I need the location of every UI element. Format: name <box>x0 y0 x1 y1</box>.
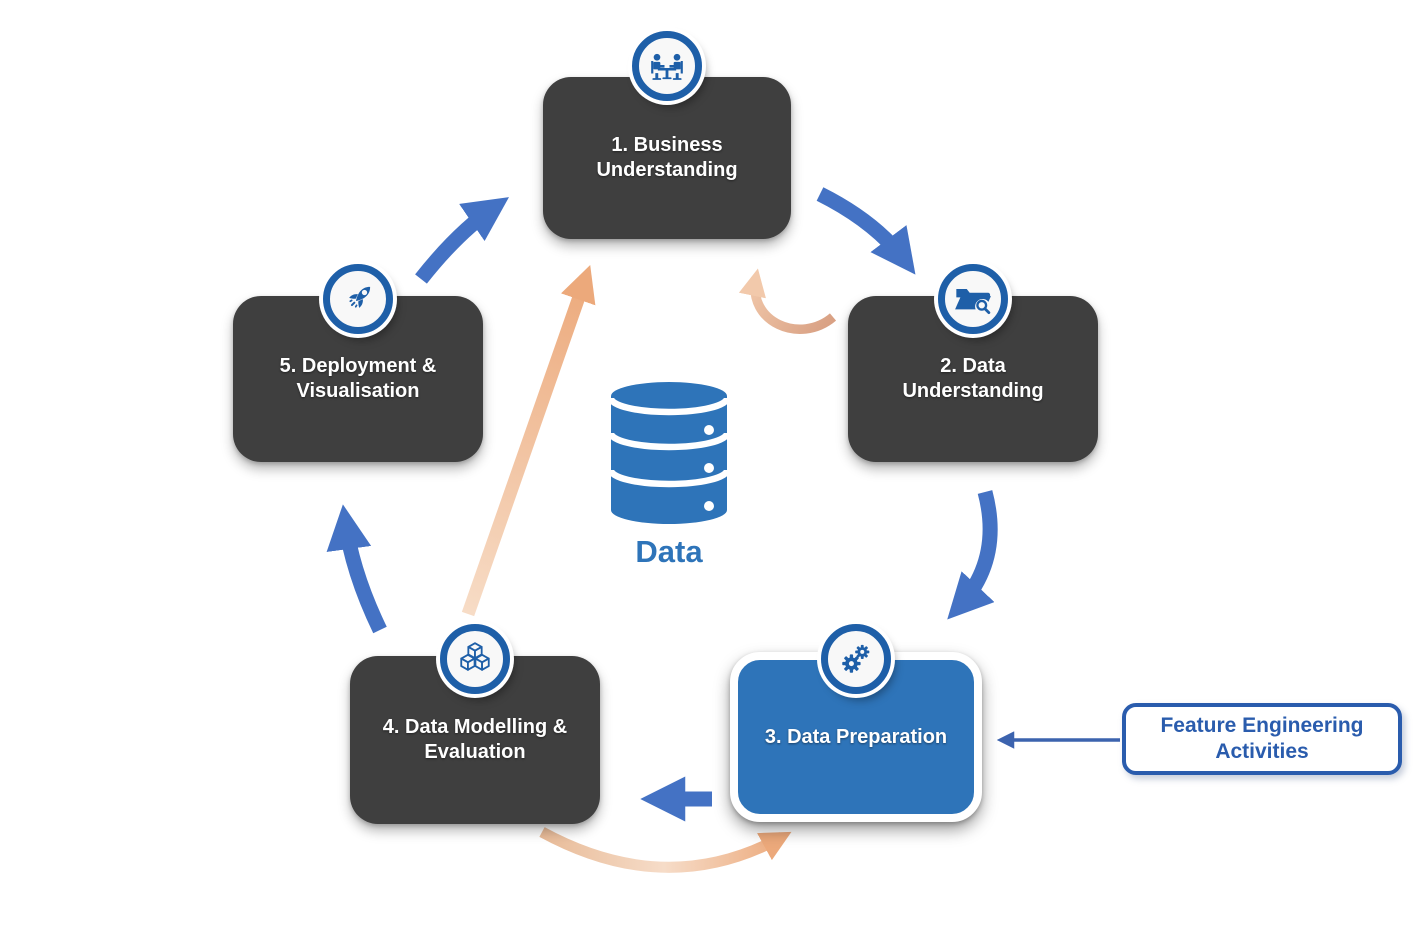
folder-search-icon <box>955 289 991 314</box>
arrow-feedback-modelling-to-business <box>461 264 596 617</box>
stage-deployment-visualisation-label: 5. Deployment & Visualisation <box>279 355 437 402</box>
stage-badge-data-understanding <box>938 264 1008 334</box>
arrow-deployment-to-business <box>415 197 509 284</box>
stage-data-modelling-evaluation: 4. Data Modelling & Evaluation <box>350 656 600 824</box>
arrow-business-to-data-understanding <box>816 187 916 275</box>
stage-badge-data-preparation <box>821 624 891 694</box>
stage-business-understanding: 1. Business Understanding <box>543 77 791 239</box>
stage-badge-modelling <box>440 624 510 694</box>
rocket-icon <box>349 286 371 308</box>
stage-data-understanding-label: 2. Data Understanding <box>902 355 1044 402</box>
feature-engineering-callout: Feature Engineering Activities <box>1122 703 1402 775</box>
cubes-icon <box>460 642 490 671</box>
data-store <box>607 380 731 535</box>
stage-business-understanding-label: 1. Business Understanding <box>596 134 738 181</box>
data-label: Data <box>635 534 703 569</box>
database-icon <box>607 382 731 524</box>
arrow-feedback-modelling-to-preparation <box>539 827 792 873</box>
arrow-modelling-to-deployment <box>326 504 387 634</box>
stage-data-modelling-evaluation-label: 4. Data Modelling & Evaluation <box>382 716 568 763</box>
feature-engineering-callout-label: Feature Engineering Activities <box>1160 713 1364 763</box>
stage-badge-business <box>632 31 702 101</box>
gears-icon <box>842 644 870 673</box>
arrow-feedback-understanding-to-business <box>738 268 837 334</box>
stage-data-preparation-label: 3. Data Preparation <box>764 725 948 748</box>
meeting-icon <box>651 53 683 80</box>
arrow-data-understanding-to-preparation <box>947 490 998 620</box>
stage-badge-deployment <box>323 264 393 334</box>
